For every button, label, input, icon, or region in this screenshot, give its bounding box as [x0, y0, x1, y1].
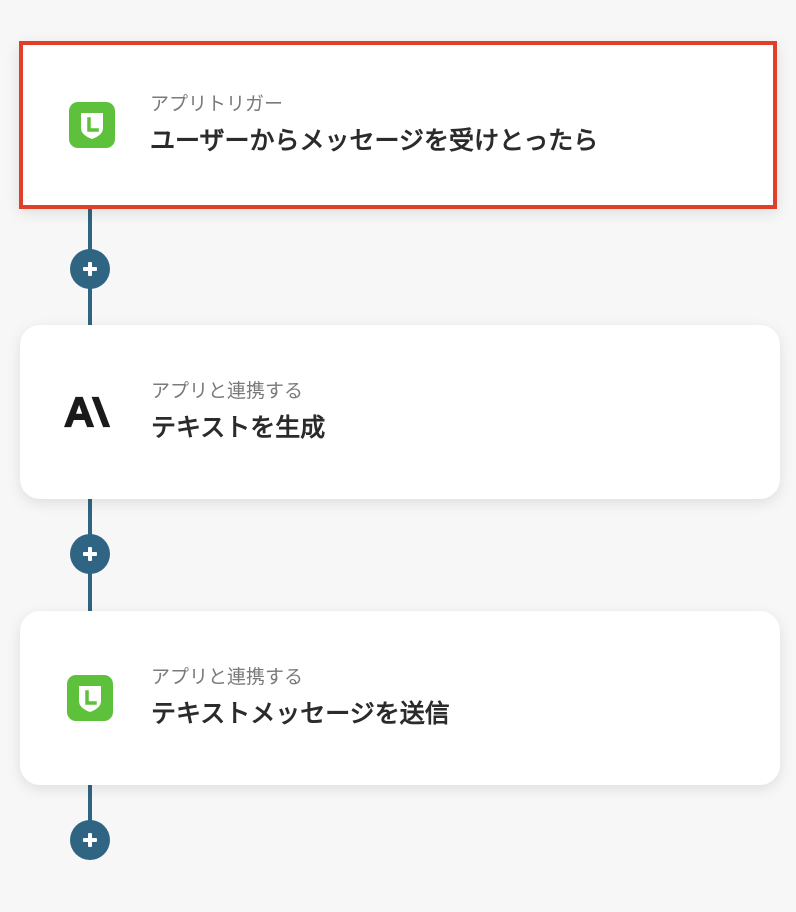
- step-text: アプリと連携する テキストメッセージを送信: [151, 664, 450, 732]
- step-text: アプリと連携する テキストを生成: [151, 378, 325, 446]
- step-card-trigger[interactable]: アプリトリガー ユーザーからメッセージを受けとったら: [19, 41, 777, 209]
- add-step-button[interactable]: [70, 534, 110, 574]
- line-icon: [68, 101, 116, 149]
- add-step-button[interactable]: [70, 820, 110, 860]
- anthropic-icon: [64, 388, 112, 436]
- plus-icon: [83, 833, 97, 847]
- step-subtitle: アプリと連携する: [151, 666, 304, 688]
- plus-icon: [83, 262, 97, 276]
- step-text: アプリトリガー ユーザーからメッセージを受けとったら: [150, 91, 598, 159]
- step-subtitle: アプリと連携する: [151, 380, 304, 402]
- step-title: テキストメッセージを送信: [151, 699, 450, 728]
- add-step-button[interactable]: [70, 249, 110, 289]
- step-subtitle: アプリトリガー: [150, 93, 284, 115]
- plus-icon: [83, 547, 97, 561]
- connector-line: [88, 784, 92, 824]
- step-title: テキストを生成: [151, 413, 326, 442]
- line-icon: [66, 674, 114, 722]
- step-title: ユーザーからメッセージを受けとったら: [150, 126, 599, 155]
- step-card-send-message[interactable]: アプリと連携する テキストメッセージを送信: [20, 611, 780, 785]
- step-card-generate-text[interactable]: アプリと連携する テキストを生成: [20, 325, 780, 499]
